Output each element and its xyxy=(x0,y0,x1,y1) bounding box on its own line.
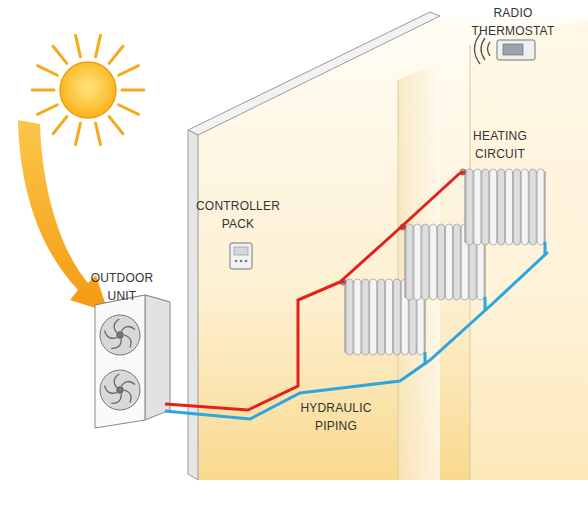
part-label: CONTROLLER PACK xyxy=(196,196,280,232)
fan-hub xyxy=(117,332,123,338)
radiator-column xyxy=(506,169,513,245)
radiators xyxy=(340,169,545,355)
radiator-column xyxy=(482,169,489,245)
fan-blade xyxy=(121,327,135,332)
sun-ray xyxy=(119,66,139,76)
sun-ray xyxy=(53,46,67,63)
radiator-column xyxy=(393,279,400,355)
part-label: HYDRAULIC PIPING xyxy=(290,398,382,434)
radiator-column xyxy=(430,224,437,300)
radiator-column xyxy=(370,279,377,355)
radiator-column xyxy=(453,224,460,300)
radiator-column xyxy=(498,169,505,245)
part-label-text: RADIO THERMOSTAT xyxy=(472,6,555,38)
radiator-column xyxy=(406,224,413,300)
fan-blade xyxy=(114,319,119,333)
radio-thermostat xyxy=(475,34,536,64)
radiator-column xyxy=(446,224,453,300)
radiator-column xyxy=(521,169,528,245)
fan-blade xyxy=(121,382,135,387)
fan-blade xyxy=(124,335,131,348)
fan-hub xyxy=(117,387,123,393)
part-label-text: HYDRAULIC PIPING xyxy=(300,401,371,433)
fan-blade xyxy=(124,390,131,403)
wall-recess xyxy=(398,62,440,480)
radiator-column xyxy=(414,224,421,300)
fan-blade xyxy=(114,374,119,388)
sun-ray xyxy=(96,35,101,56)
part-label: HEATING CIRCUIT xyxy=(455,126,545,162)
sun-ray xyxy=(76,123,81,144)
radiator-column xyxy=(513,169,520,245)
outdoor-unit xyxy=(95,295,170,428)
fan-blade xyxy=(111,394,121,404)
controller-pack xyxy=(230,243,252,269)
radiator-column xyxy=(378,279,385,355)
radiator-column xyxy=(474,169,481,245)
return-tap xyxy=(425,242,545,365)
part-label: OUTDOOR UNIT xyxy=(82,268,162,304)
radiator-column xyxy=(362,279,369,355)
wall-slab xyxy=(188,130,198,480)
sun-ray xyxy=(53,117,67,134)
radiator-column xyxy=(537,169,544,245)
sun-ray xyxy=(38,105,58,115)
supply-tap xyxy=(340,172,465,282)
supply-pipe xyxy=(165,173,460,410)
part-label: RADIO THERMOSTAT xyxy=(468,3,558,39)
radiator-column xyxy=(490,169,497,245)
sun-ray xyxy=(38,66,58,76)
wall-top xyxy=(188,12,440,135)
return-pipe xyxy=(165,252,548,419)
sun-ray xyxy=(32,89,54,92)
sun-ray xyxy=(119,105,139,115)
fan-blade xyxy=(105,386,117,394)
radiator-column xyxy=(354,279,361,355)
radiator-column xyxy=(346,279,353,355)
radiator-column xyxy=(438,224,445,300)
sun-ray xyxy=(109,46,123,63)
wall-recess xyxy=(470,20,588,480)
radiator-column xyxy=(466,169,473,245)
sun-ray xyxy=(76,35,81,56)
sun-ray xyxy=(109,117,123,134)
sun-ray xyxy=(96,123,101,144)
radiator-column xyxy=(529,169,536,245)
radiator-column xyxy=(422,224,429,300)
sun xyxy=(32,35,144,144)
fan-blade xyxy=(111,339,121,349)
fan-blade xyxy=(105,331,117,339)
part-label-text: HEATING CIRCUIT xyxy=(473,129,527,161)
sun-ray xyxy=(122,89,144,92)
radiator-column xyxy=(386,279,393,355)
back-wall xyxy=(198,18,588,480)
part-label-text: OUTDOOR UNIT xyxy=(91,271,154,303)
part-label-text: CONTROLLER PACK xyxy=(196,199,280,231)
